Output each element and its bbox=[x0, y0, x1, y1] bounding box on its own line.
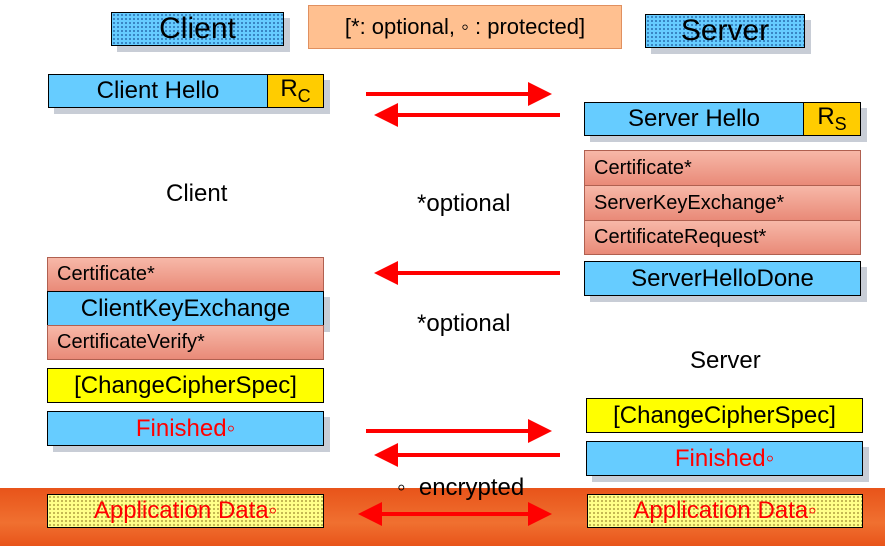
client-title-text: Client bbox=[159, 12, 236, 45]
server-hello-done-box: ServerHelloDone bbox=[584, 261, 861, 296]
client-title: Client bbox=[111, 12, 284, 46]
certificate-verify-text: CertificateVerify* bbox=[57, 331, 205, 353]
server-certificate-box: Certificate* bbox=[584, 150, 861, 186]
client-certificate-text: Certificate* bbox=[57, 263, 155, 285]
server-app-data-text: Application Data◦ bbox=[633, 497, 817, 524]
client-random-sub: C bbox=[297, 85, 311, 106]
client-key-exchange-text: ClientKeyExchange bbox=[80, 294, 291, 322]
client-label: Client bbox=[166, 180, 228, 207]
server-hello-done-text: ServerHelloDone bbox=[631, 264, 814, 292]
server-random-text: RS bbox=[817, 103, 846, 135]
server-key-exchange-box: ServerKeyExchange* bbox=[584, 185, 861, 221]
client-change-cipher-box: [ChangeCipherSpec] bbox=[47, 368, 324, 403]
legend-text: [*: optional, ◦ : protected] bbox=[344, 14, 586, 39]
encrypted-label: ◦ encrypted bbox=[397, 474, 525, 501]
client-hello-text: Client Hello bbox=[96, 77, 220, 104]
server-certificate-text: Certificate* bbox=[594, 156, 692, 179]
server-title: Server bbox=[645, 14, 805, 48]
server-finished-box: Finished◦ bbox=[586, 441, 863, 476]
client-finished-box: Finished◦ bbox=[47, 411, 324, 446]
client-key-exchange-box: ClientKeyExchange bbox=[47, 291, 324, 326]
server-random-base: R bbox=[817, 103, 835, 131]
client-certificate-box: Certificate* bbox=[47, 257, 324, 292]
certificate-request-text: CertificateRequest* bbox=[594, 226, 767, 248]
certificate-verify-box: CertificateVerify* bbox=[47, 325, 324, 360]
client-app-data-box: Application Data◦ bbox=[47, 494, 324, 528]
server-change-cipher-text: [ChangeCipherSpec] bbox=[613, 401, 836, 429]
server-random-box: RS bbox=[803, 102, 861, 136]
client-random-text: RC bbox=[280, 75, 310, 107]
client-random-box: RC bbox=[267, 74, 324, 108]
client-finished-text: Finished◦ bbox=[135, 414, 236, 442]
optional-label-2: *optional bbox=[417, 310, 511, 337]
optional-label-1: *optional bbox=[417, 190, 511, 217]
server-finished-text: Finished◦ bbox=[674, 444, 775, 472]
client-app-data-text: Application Data◦ bbox=[93, 497, 278, 524]
server-change-cipher-box: [ChangeCipherSpec] bbox=[586, 398, 863, 433]
server-random-sub: S bbox=[834, 113, 847, 134]
server-key-exchange-text: ServerKeyExchange* bbox=[594, 191, 785, 214]
server-title-text: Server bbox=[680, 14, 770, 47]
server-hello-box: Server Hello bbox=[584, 102, 804, 136]
client-hello-box: Client Hello bbox=[48, 74, 268, 108]
server-label: Server bbox=[690, 347, 761, 374]
certificate-request-box: CertificateRequest* bbox=[584, 220, 861, 255]
client-random-base: R bbox=[280, 75, 298, 103]
client-change-cipher-text: [ChangeCipherSpec] bbox=[74, 371, 297, 399]
legend-box: [*: optional, ◦ : protected] bbox=[308, 5, 622, 49]
server-hello-text: Server Hello bbox=[627, 105, 761, 132]
server-app-data-box: Application Data◦ bbox=[587, 494, 863, 528]
